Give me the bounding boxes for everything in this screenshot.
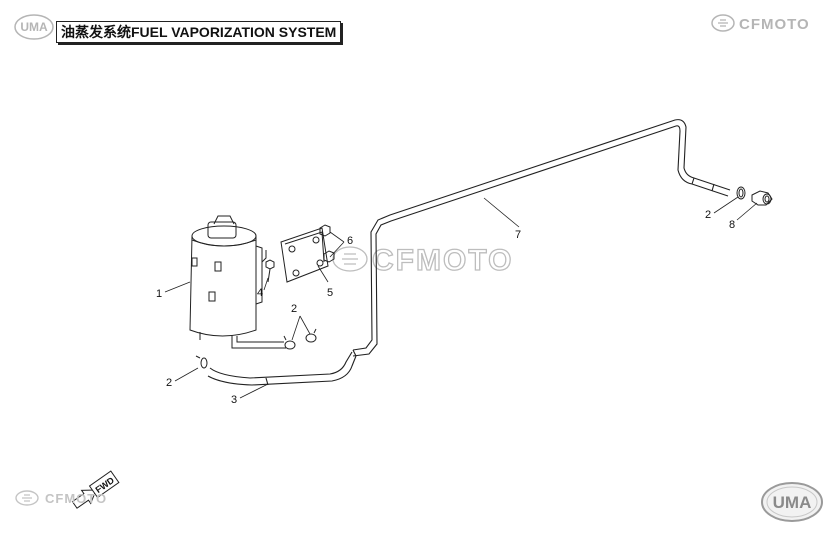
callout-2-upper: 2 xyxy=(291,303,297,315)
cfmoto-logo-bottom-icon: CFMOTO xyxy=(15,490,107,506)
callout-6: 6 xyxy=(347,235,353,247)
callout-4: 4 xyxy=(257,287,263,299)
nut-6 xyxy=(319,224,335,263)
cfmoto-logo: CFMOTO xyxy=(711,12,826,39)
clamp-right xyxy=(736,186,746,200)
cfmoto-logo-icon: CFMOTO xyxy=(711,14,810,33)
leader-lines xyxy=(164,196,758,399)
cfmoto-logo-bottom-text: CFMOTO xyxy=(45,491,107,506)
connector-8 xyxy=(751,190,773,206)
clamp-upper-1 xyxy=(283,335,296,350)
uma-logo-bottom-text: UMA xyxy=(773,493,812,512)
bracket-5 xyxy=(261,227,329,283)
vapor-tube-7 xyxy=(352,119,731,357)
uma-logo-icon: UMA xyxy=(14,14,54,40)
cfmoto-logo-text: CFMOTO xyxy=(739,16,810,33)
watermark-text: CFMOTO xyxy=(372,244,513,277)
cfmoto-watermark: CFMOTO xyxy=(332,243,513,278)
callout-2-right: 2 xyxy=(705,209,711,221)
callout-1: 1 xyxy=(156,288,162,300)
cfmoto-logo-bottom: CFMOTO xyxy=(15,488,135,513)
uma-logo-text: UMA xyxy=(20,20,48,34)
bolt-4 xyxy=(265,259,275,283)
clamp-lower-left xyxy=(195,355,208,369)
page-title: 油蒸发系统FUEL VAPORIZATION SYSTEM xyxy=(56,21,342,43)
hose-3 xyxy=(207,349,357,386)
clamp-upper-2 xyxy=(305,328,317,343)
callout-3: 3 xyxy=(231,394,237,406)
uma-logo-bottom-icon: UMA xyxy=(761,482,823,522)
canister-1 xyxy=(189,215,286,349)
callout-labels: 1 2 2 2 3 4 5 6 7 8 xyxy=(156,209,735,406)
callout-5: 5 xyxy=(327,287,333,299)
callout-8: 8 xyxy=(729,219,735,231)
callout-2-lower: 2 xyxy=(166,377,172,389)
callout-7: 7 xyxy=(515,229,521,241)
